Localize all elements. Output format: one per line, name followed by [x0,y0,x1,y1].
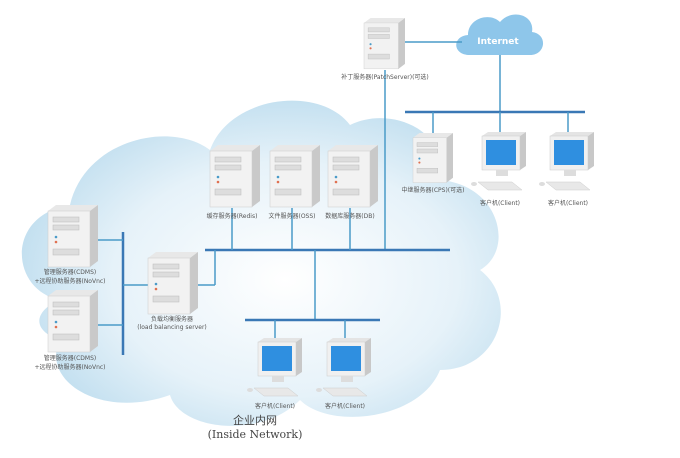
server-label: 负载均衡服务器 [151,315,193,323]
server-icon [47,289,99,353]
relay-server-label: 中继服务器(CPS)(可选) [402,186,465,194]
patch-server[interactable]: 补丁服务器(PatchServer)(可选) [341,17,429,81]
client-label: 客户机(Client) [480,199,520,207]
internet-label: Internet [477,37,519,47]
network-subtitle: (Inside Network) [208,428,303,441]
inside-network-cloud [21,100,501,426]
cache-server[interactable]: 缓存服务器(Redis) [207,144,261,220]
database-server[interactable]: 数据库服务器(DB) [325,144,379,220]
server-label: 管理服务器(CDMS) [44,354,96,362]
server-label: 文件服务器(OSS) [268,212,315,220]
server-icon [47,204,99,268]
file-server[interactable]: 文件服务器(OSS) [268,144,321,220]
mgmt-server-1[interactable]: 管理服务器(CDMS) +远程协助服务器(NoVnc) [34,204,106,285]
load-balancing-server[interactable]: 负载均衡服务器 (load balancing server) [137,251,207,331]
server-label: +远程协助服务器(NoVnc) [34,363,105,371]
server-icon [269,144,321,208]
network-title: 企业内网 [233,413,277,427]
client-label: 客户机(Client) [255,402,295,410]
server-icon [209,144,261,208]
server-label: +远程协助服务器(NoVnc) [34,277,105,285]
relay-server[interactable]: 中继服务器(CPS)(可选) [402,132,465,194]
top-client-2[interactable]: 客户机(Client) [538,131,595,207]
computer-icon [538,131,595,191]
client-label: 客户机(Client) [548,199,588,207]
mgmt-server-2[interactable]: 管理服务器(CDMS) +远程协助服务器(NoVnc) [34,289,106,371]
server-icon [327,144,379,208]
server-icon [147,251,199,315]
server-icon [412,132,454,184]
bottom-client-1[interactable]: 客户机(Client) [246,337,303,410]
server-icon [363,17,406,70]
client-label: 客户机(Client) [325,402,365,410]
bottom-client-2[interactable]: 客户机(Client) [315,337,372,410]
server-label: 数据库服务器(DB) [325,212,374,220]
computer-icon [470,131,527,191]
server-label: 管理服务器(CDMS) [44,268,96,276]
patch-server-label: 补丁服务器(PatchServer)(可选) [341,73,429,81]
server-label: 缓存服务器(Redis) [207,212,258,220]
top-client-1[interactable]: 客户机(Client) [470,131,527,207]
server-label: (load balancing server) [137,324,207,331]
internet-cloud[interactable]: Internet [456,14,544,55]
